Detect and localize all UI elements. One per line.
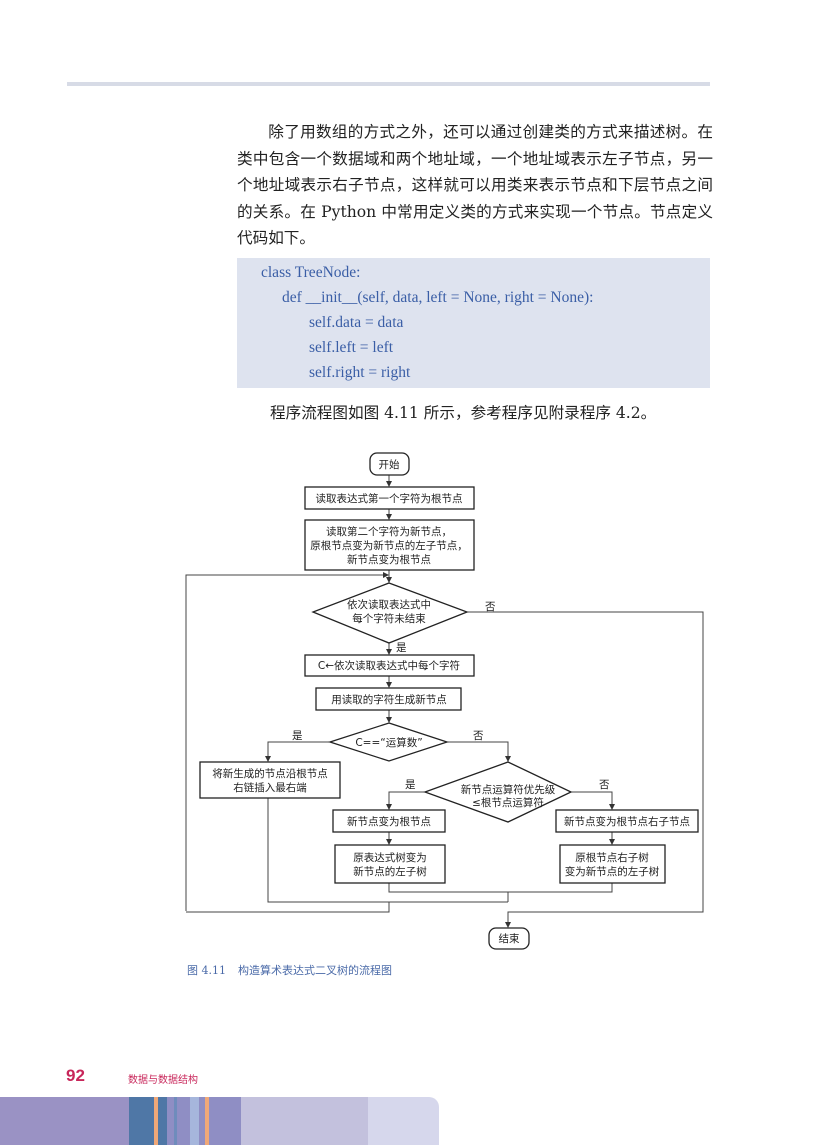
start-terminal (369, 452, 410, 476)
step-label: 读取第二个字符为新节点， (326, 525, 452, 538)
step-label: 右链插入最右端 (233, 781, 307, 794)
figure-number: 图 4.11 (187, 964, 226, 977)
condition-label: 新节点运算符优先级 (461, 783, 556, 796)
figure-title: 构造算术表达式二叉树的流程图 (238, 964, 392, 977)
condition-label: ≤根节点运算符 (472, 796, 544, 809)
code-line: self.data = data (309, 314, 404, 331)
figure-caption: 图 4.11 构造算术表达式二叉树的流程图 (187, 962, 404, 978)
step-label: 用读取的字符生成新节点 (331, 693, 447, 706)
flowchart-reference: 程序流程图如图 4.11 所示，参考程序见附录程序 4.2。 (270, 404, 657, 422)
process-box (315, 687, 462, 711)
process-box (199, 761, 341, 799)
paragraph-text: 除了用数组的方式之外，还可以通过创建类的方式来描述树。在类中包含一个数据域和两个… (237, 123, 713, 247)
step-label: 新节点变为根节点右子节点 (564, 815, 690, 828)
step-label: C←依次读取表达式中每个字符 (318, 659, 460, 672)
yes-label: 是 (292, 730, 303, 742)
process-box (304, 519, 475, 571)
step-label: 变为新节点的左子树 (565, 865, 660, 878)
code-line: self.left = left (309, 339, 394, 356)
process-box (555, 809, 699, 833)
process-box (332, 809, 446, 833)
step-label: 读取表达式第一个字符为根节点 (316, 492, 463, 505)
condition-label: C==“运算数” (355, 736, 422, 749)
page-number: 92 (66, 1066, 85, 1085)
process-box (559, 844, 666, 884)
condition-label: 依次读取表达式中 (347, 598, 431, 611)
process-box (304, 486, 475, 510)
decision-diamond (311, 582, 469, 644)
condition-label: 每个字符未结束 (352, 612, 426, 625)
flow-lines (185, 475, 704, 928)
end-label: 结束 (499, 932, 520, 945)
step-label: 将新生成的节点沿根节点 (212, 767, 328, 780)
body-paragraph: 除了用数组的方式之外，还可以通过创建类的方式来描述树。在类中包含一个数据域和两个… (237, 119, 713, 252)
step-label: 原根节点右子树 (575, 851, 649, 864)
decision-diamond (327, 722, 450, 762)
decision-diamond (423, 761, 573, 823)
step-label: 新节点变为根节点 (347, 815, 431, 828)
step-label: 原表达式树变为 (353, 851, 427, 864)
yes-label: 是 (396, 642, 407, 654)
step-label: 新节点的左子树 (353, 865, 427, 878)
step-label: 原根节点变为新节点的左子节点， (310, 539, 468, 552)
code-line: class TreeNode: (261, 264, 361, 281)
step-label: 新节点变为根节点 (347, 553, 431, 566)
code-line: def __init__(self, data, left = None, ri… (282, 289, 594, 306)
process-box (304, 654, 475, 677)
book-title: 数据与数据结构 (128, 1075, 198, 1086)
no-label: 否 (473, 730, 484, 742)
no-label: 否 (485, 601, 496, 613)
code-block: class TreeNode: def __init__(self, data,… (237, 258, 710, 388)
code-line: self.right = right (309, 364, 411, 381)
process-box (334, 844, 446, 884)
yes-label: 是 (405, 779, 416, 791)
no-label: 否 (599, 779, 610, 791)
start-label: 开始 (379, 458, 400, 471)
end-terminal (488, 927, 530, 950)
header-rule (67, 82, 710, 86)
